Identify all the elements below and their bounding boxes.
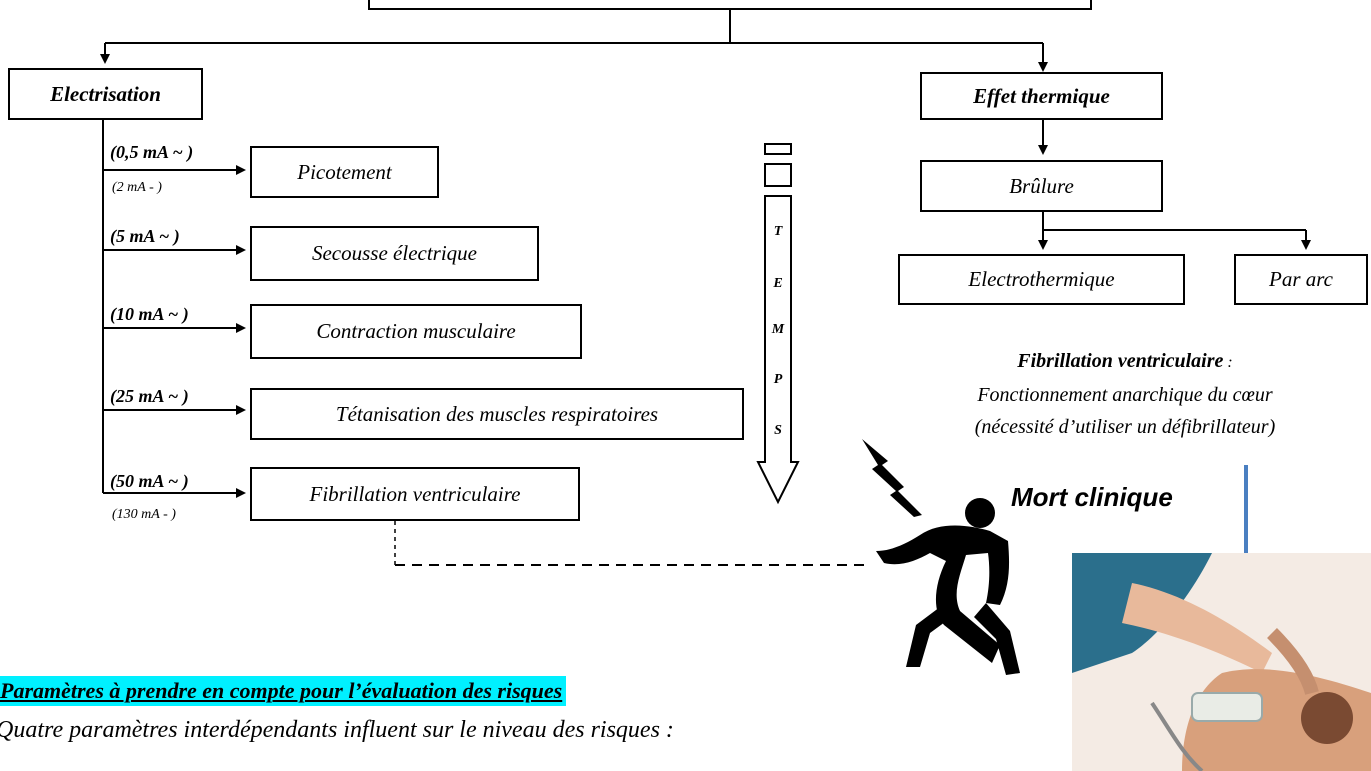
effect-box-secousse: Secousse électrique: [250, 226, 539, 281]
effect-box-picotement: Picotement: [250, 146, 439, 198]
section-heading: Paramètres à prendre en compte pour l’év…: [0, 676, 567, 706]
par-arc-box: Par arc: [1234, 254, 1368, 305]
section-heading-text: Paramètres à prendre en compte pour l’év…: [0, 678, 563, 703]
effect-label-3: Contraction musculaire: [316, 319, 516, 343]
definition-term: Fibrillation ventriculaire: [1017, 350, 1224, 372]
mort-clinique-label: Mort clinique: [1011, 482, 1173, 512]
current-alt-label-5: (130 mA - ): [112, 507, 176, 522]
time-arrow-shape: [756, 143, 800, 505]
section-intro: Quatre paramètres interdépendants influe…: [0, 717, 674, 743]
time-arrow: T E M P S: [752, 140, 800, 520]
current-label-3: (10 mA ~ ): [110, 304, 189, 324]
effect-box-contraction: Contraction musculaire: [250, 304, 582, 359]
electrisation-box: Electrisation: [8, 68, 203, 120]
effect-box-tetanisation: Tétanisation des muscles respiratoires: [250, 388, 744, 440]
definition-line-1: Fonctionnement anarchique du cœur: [977, 384, 1273, 406]
effect-label-2: Secousse électrique: [311, 241, 478, 265]
electrothermique-box: Electrothermique: [898, 254, 1185, 305]
brulure-label: Brûlure: [1009, 173, 1074, 198]
current-label-4: (25 mA ~ ): [110, 386, 189, 406]
brulure-box: Brûlure: [920, 160, 1163, 212]
time-letter-p: P: [773, 372, 783, 387]
time-letter-s: S: [774, 423, 782, 438]
definition-line-2: (nécessité d’utiliser un défibrillateur): [974, 416, 1276, 438]
effet-thermique-title: Effet thermique: [973, 83, 1110, 108]
effet-thermique-box: Effet thermique: [920, 72, 1163, 120]
effect-label-1: Picotement: [297, 159, 392, 184]
defibrillation-photo: [1072, 553, 1371, 771]
root-box: [368, 0, 1092, 10]
definition-title-line: Fibrillation ventriculaire :: [880, 345, 1370, 379]
effect-label-5: Fibrillation ventriculaire: [309, 481, 521, 506]
effect-box-fibrillation: Fibrillation ventriculaire: [250, 467, 580, 521]
current-label-5: (50 mA ~ ): [110, 471, 189, 491]
time-letter-e: E: [773, 276, 783, 291]
time-letter-m: M: [771, 322, 785, 337]
electrocution-silhouette-image: [862, 439, 1020, 675]
electrothermique-label: Electrothermique: [968, 267, 1115, 291]
current-alt-label-1: (2 mA - ): [112, 180, 162, 195]
current-label-2: (5 mA ~ ): [110, 226, 180, 246]
fibrillation-definition: Fibrillation ventriculaire : Fonctionnem…: [880, 345, 1370, 443]
electrisation-title: Electrisation: [50, 81, 161, 106]
current-label-1: (0,5 mA ~ ): [110, 142, 194, 162]
par-arc-label: Par arc: [1269, 267, 1333, 291]
time-letter-t: T: [773, 224, 783, 239]
definition-separator: :: [1223, 354, 1233, 371]
effect-label-4: Tétanisation des muscles respiratoires: [335, 401, 659, 426]
